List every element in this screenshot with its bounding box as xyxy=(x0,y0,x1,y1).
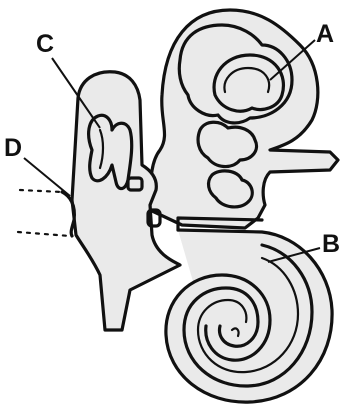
ear-canal xyxy=(18,190,74,236)
label-a: A xyxy=(316,20,334,48)
label-b: B xyxy=(322,230,340,258)
label-d: D xyxy=(4,134,22,162)
label-c: C xyxy=(36,30,54,58)
inner-ear-shell xyxy=(150,10,338,228)
cochlea xyxy=(166,218,332,402)
